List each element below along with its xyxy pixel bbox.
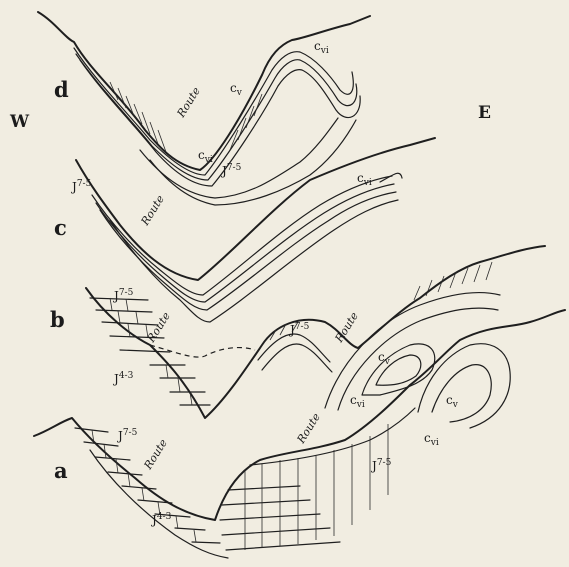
section-d-formation-cvi-top: cvi xyxy=(314,39,329,56)
section-a-label: a xyxy=(54,458,68,483)
section-c-label: c xyxy=(54,215,67,240)
section-c-route-label: Route xyxy=(138,192,167,228)
section-d-surface xyxy=(38,12,370,170)
section-a-fold-outer xyxy=(418,344,510,428)
section-a-route-label-left: Route xyxy=(141,436,170,472)
section-a: a Route Route J7-5 J4-3 cv cvi J7-5 xyxy=(34,310,565,558)
section-d-formation-j75: J7-5 xyxy=(220,163,242,178)
section-d-formation-cv: cv xyxy=(230,81,243,98)
section-c: c Route J7-5 cvi xyxy=(54,138,435,322)
section-b-formation-j75-left: J7-5 xyxy=(112,288,134,303)
section-c-surface xyxy=(76,138,435,280)
section-a-formation-cvi: cvi xyxy=(424,431,439,448)
section-d-formation-cvi-bottom: cvi xyxy=(198,148,213,165)
section-a-base xyxy=(90,450,228,558)
section-b-route-label-left: Route xyxy=(144,309,173,345)
section-b-dashed-fold xyxy=(150,345,255,357)
section-d-route-label: Route xyxy=(174,84,203,120)
section-b-formation-j43: J4-3 xyxy=(112,371,134,386)
west-label: W xyxy=(9,112,30,132)
section-d-strata-2 xyxy=(76,54,357,180)
section-a-fold-inner xyxy=(432,365,491,422)
section-c-strata-1 xyxy=(92,176,392,295)
section-c-formation-j75: J7-5 xyxy=(70,179,92,194)
section-b: b Route Route J7-5 J4-3 J7-5 cv cvi xyxy=(50,246,545,418)
section-a-formation-cv: cv xyxy=(446,393,459,410)
section-b-fold-inner xyxy=(362,344,435,395)
section-b-label: b xyxy=(50,307,65,332)
section-a-surface xyxy=(34,310,565,520)
section-d-strata-3 xyxy=(80,60,360,186)
east-label: E xyxy=(478,103,491,123)
section-b-strata-2 xyxy=(262,344,332,372)
section-b-strata-3 xyxy=(325,292,500,408)
section-d-label: d xyxy=(54,77,69,102)
section-a-formation-j75-left: J7-5 xyxy=(116,428,138,443)
section-a-route-label-right: Route xyxy=(294,410,323,446)
